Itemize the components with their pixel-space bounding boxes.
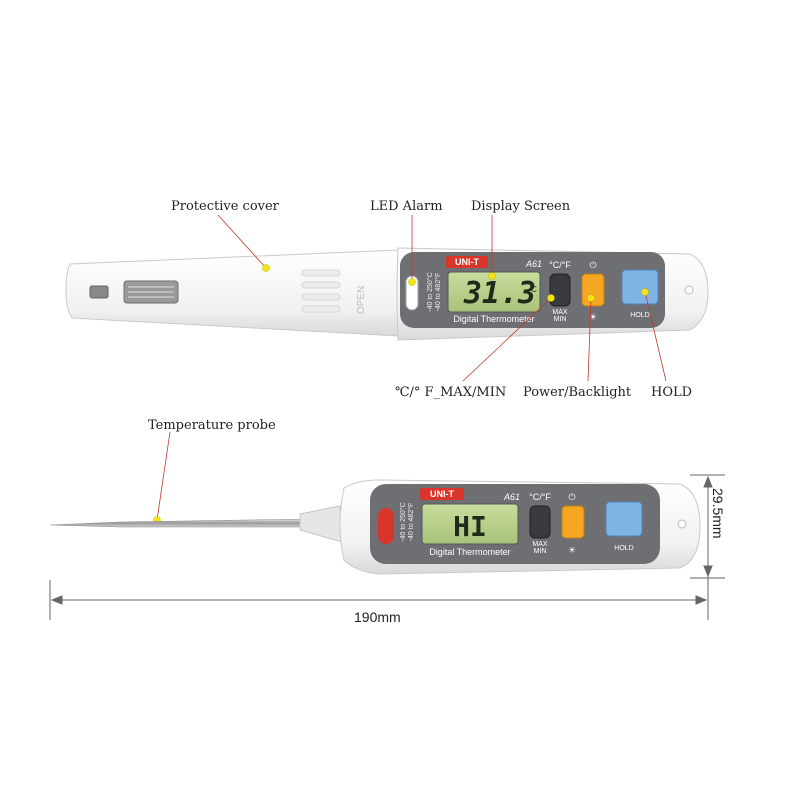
hold-label-2: HOLD — [614, 545, 633, 552]
min-label: MIN — [554, 316, 567, 323]
cover-open-text: OPEN — [356, 286, 367, 314]
hang-hole-2 — [677, 519, 687, 529]
probe-collar — [299, 505, 343, 543]
thermometer-with-probe: -40 to 250°C -40 to 482°F UNI-T A61 HI D… — [49, 479, 701, 575]
lcd-display — [447, 271, 541, 313]
brand-text: UNI-T — [455, 257, 479, 267]
label-led-alarm: LED Alarm — [370, 199, 443, 214]
min-label-2: MIN — [534, 548, 547, 555]
cover-vent-small — [89, 285, 109, 299]
power-backlight-button-2[interactable] — [561, 505, 585, 539]
led-alarm-indicator-2 — [378, 508, 394, 544]
brand-text-2: UNI-T — [430, 489, 454, 499]
max-label-2: MAX — [532, 541, 548, 548]
range-fahrenheit-2: -40 to 482°F — [407, 503, 415, 542]
dimension-height — [690, 474, 725, 579]
model-text: A61 — [525, 259, 542, 269]
power-icon: ⏻ — [589, 260, 596, 270]
lcd-display-2 — [421, 503, 519, 545]
cover-rib — [301, 305, 341, 313]
device-name-2: Digital Thermometer — [429, 547, 510, 557]
max-label: MAX — [552, 309, 568, 316]
dimension-height-label: 29.5mm — [710, 488, 726, 539]
dimension-length-label: 190mm — [354, 609, 401, 625]
range-celsius-2: -40 to 250°C — [399, 502, 407, 541]
lcd-unit: C — [531, 285, 537, 294]
label-hold: HOLD — [651, 385, 693, 400]
backlight-icon: ☀ — [589, 312, 597, 322]
power-icon-2: ⏻ — [568, 492, 575, 502]
lcd-reading: 31.3 — [463, 276, 536, 311]
temperature-probe — [49, 518, 311, 528]
cover-rib — [301, 293, 341, 301]
range-celsius: -40 to 250°C — [426, 272, 434, 311]
range-fahrenheit: -40 to 482°F — [434, 273, 442, 312]
top-callouts — [156, 214, 667, 521]
label-unit-maxmin: ℃/° F_MAX/MIN — [395, 385, 507, 400]
cover-rib — [301, 281, 341, 289]
brand-logo-2 — [420, 488, 464, 500]
label-temperature-probe: Temperature probe — [148, 418, 276, 433]
hold-button-2[interactable] — [605, 501, 643, 537]
unit-maxmin-button[interactable] — [549, 273, 571, 307]
hold-label: HOLD — [630, 312, 649, 319]
thermometer-with-cover: OPEN -40 to 250°C -40 to 482°F UNI-T A61… — [65, 247, 709, 341]
unit-maxmin-button-2[interactable] — [529, 505, 551, 539]
label-power-backlight: Power/Backlight — [523, 385, 632, 400]
label-protective-cover: Protective cover — [171, 199, 279, 214]
unit-button-label-2: °C/°F — [529, 492, 551, 502]
hold-button[interactable] — [621, 269, 659, 305]
protective-cover — [65, 249, 401, 337]
power-backlight-button[interactable] — [581, 273, 605, 307]
cover-rib — [301, 269, 341, 277]
brand-logo — [446, 256, 488, 268]
unit-button-label: °C/°F — [549, 260, 571, 270]
label-display-screen: Display Screen — [471, 199, 571, 214]
lcd-reading-2: HI — [453, 510, 487, 543]
device-name: Digital Thermometer — [453, 314, 534, 324]
backlight-icon-2: ☀ — [568, 545, 576, 555]
model-text-2: A61 — [503, 492, 520, 502]
hang-hole — [684, 285, 694, 295]
